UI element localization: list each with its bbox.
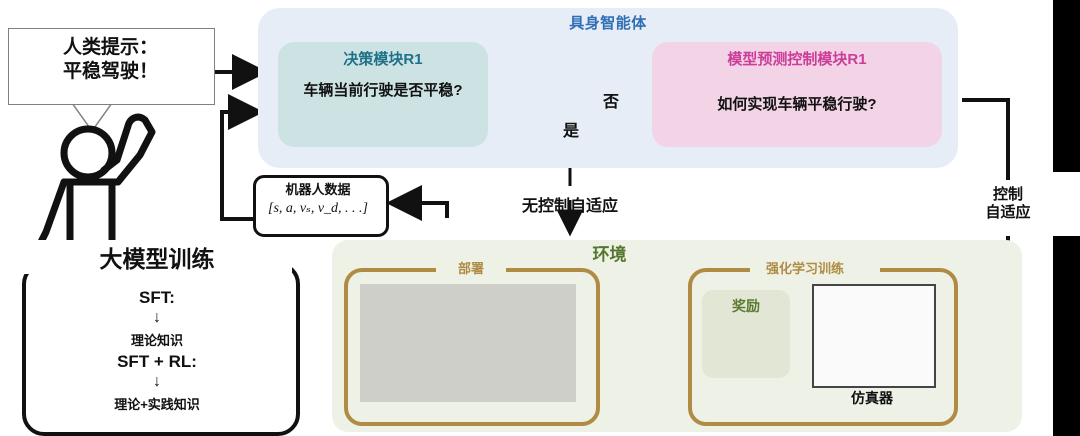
no-control-adapt-label: 无控制自适应 bbox=[521, 198, 618, 215]
speech-bubble-tail bbox=[71, 101, 113, 133]
page-edge-bars bbox=[1053, 0, 1080, 436]
reward-box bbox=[702, 290, 790, 378]
rl-training-title: 强化学习训练 bbox=[750, 258, 860, 277]
training-stage1-arrow-icon: ↓ bbox=[153, 309, 161, 326]
deployment-title: 部署 bbox=[436, 258, 506, 277]
control-adapt-line1: 控制 bbox=[992, 186, 1023, 203]
mpc-module-title: 模型预测控制模块R1 bbox=[727, 51, 867, 68]
model-training-title: 大模型训练 bbox=[22, 240, 292, 274]
decision-module-title: 决策模块R1 bbox=[343, 51, 423, 68]
embodied-agent-title: 具身智能体 bbox=[569, 15, 647, 32]
arrow-into-robot-data bbox=[386, 185, 449, 221]
control-adapt-label: 控制 自适应 bbox=[980, 186, 1036, 223]
human-prompt-bubble bbox=[8, 28, 215, 105]
mpc-module-box[interactable] bbox=[652, 42, 942, 147]
mpc-module-question: 如何实现车辆平稳行驶? bbox=[717, 96, 877, 113]
control-adapt-line2: 自适应 bbox=[985, 204, 1031, 222]
loop-arrow-icon-chip bbox=[858, 256, 880, 276]
simulator-frame bbox=[812, 284, 936, 388]
reward-title: 奖励 bbox=[732, 298, 760, 314]
deployment-photo-frame bbox=[360, 284, 576, 402]
human-prompt-text: 人类提示：平稳驾驶！ bbox=[62, 37, 158, 83]
robot-data-title: 机器人数据 bbox=[285, 182, 351, 197]
training-stage2-label: SFT + RL: bbox=[117, 352, 197, 371]
training-stage1-result: 理论知识 bbox=[130, 333, 183, 348]
decision-module-box[interactable] bbox=[278, 42, 488, 147]
environment-title: 环境 bbox=[592, 245, 627, 264]
training-stage2-result: 理论+实践知识 bbox=[114, 397, 200, 412]
decision-module-question: 车辆当前行驶是否平稳? bbox=[303, 82, 463, 99]
robot-data-box bbox=[253, 175, 389, 237]
robot-data-vector: [s, a, vₛ, v_d, . . .] bbox=[268, 201, 368, 216]
model-training-box bbox=[22, 262, 300, 436]
simulator-label: 仿真器 bbox=[851, 390, 893, 406]
training-stage1-label: SFT: bbox=[139, 288, 175, 307]
training-stage2-arrow-icon: ↓ bbox=[153, 373, 161, 390]
branch-label-yes: 是 bbox=[563, 123, 580, 140]
branch-label-no: 否 bbox=[603, 94, 620, 111]
